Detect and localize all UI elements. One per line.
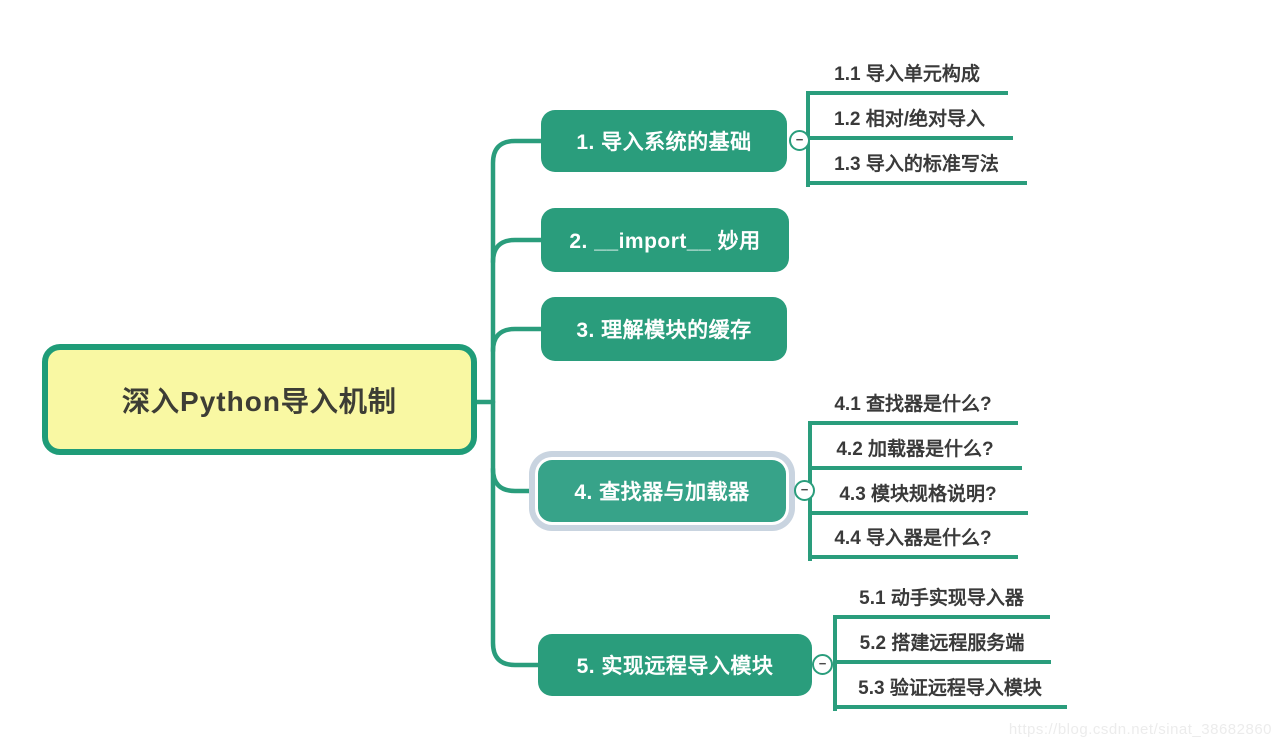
collapse-icon-branch-5[interactable]: −	[812, 654, 833, 675]
branch-node-3[interactable]: 3. 理解模块的缓存	[541, 297, 787, 361]
subtopic-1-1[interactable]: 1.1 导入单元构成	[806, 53, 1008, 95]
subtopic-label: 4.3 模块规格说明?	[839, 484, 997, 505]
subtopic-label: 4.4 导入器是什么?	[834, 528, 992, 549]
subtopic-4-3[interactable]: 4.3 模块规格说明?	[808, 473, 1028, 515]
subtopic-label: 5.2 搭建远程服务端	[859, 633, 1025, 654]
subtopic-4-1[interactable]: 4.1 查找器是什么?	[808, 383, 1018, 425]
branch-node-4[interactable]: 4. 查找器与加载器	[538, 460, 786, 522]
minus-icon: −	[795, 132, 804, 147]
subtopic-4-4[interactable]: 4.4 导入器是什么?	[808, 517, 1018, 559]
subtopic-4-2[interactable]: 4.2 加载器是什么?	[808, 428, 1022, 470]
subtopic-label: 5.3 验证远程导入模块	[858, 678, 1042, 699]
branch-node-3-label: 3. 理解模块的缓存	[576, 319, 752, 342]
root-node[interactable]: 深入Python导入机制	[42, 344, 477, 455]
subtopic-label: 4.1 查找器是什么?	[834, 394, 992, 415]
minus-icon: −	[800, 482, 809, 497]
subtopic-label: 1.3 导入的标准写法	[834, 154, 999, 175]
subtopic-1-2[interactable]: 1.2 相对/绝对导入	[806, 98, 1013, 140]
subtopic-label: 4.2 加载器是什么?	[836, 439, 994, 460]
branch-node-1-label: 1. 导入系统的基础	[576, 131, 752, 154]
subtopic-label: 1.2 相对/绝对导入	[834, 109, 985, 130]
minus-icon: −	[818, 656, 827, 671]
subtopic-1-3[interactable]: 1.3 导入的标准写法	[806, 143, 1027, 185]
root-node-label: 深入Python导入机制	[122, 385, 397, 417]
subtopic-5-2[interactable]: 5.2 搭建远程服务端	[833, 622, 1051, 664]
subtopic-label: 5.1 动手实现导入器	[859, 588, 1024, 609]
collapse-icon-branch-4[interactable]: −	[794, 480, 815, 501]
branch-node-1[interactable]: 1. 导入系统的基础	[541, 110, 787, 172]
subtopic-5-1[interactable]: 5.1 动手实现导入器	[833, 577, 1050, 619]
branch-node-2[interactable]: 2. __import__ 妙用	[541, 208, 789, 272]
collapse-icon-branch-1[interactable]: −	[789, 130, 810, 151]
watermark: https://blog.csdn.net/sinat_38682860	[1008, 721, 1272, 738]
branch-node-5[interactable]: 5. 实现远程导入模块	[538, 634, 812, 696]
branch-node-4-label: 4. 查找器与加载器	[574, 481, 750, 504]
branch-node-5-label: 5. 实现远程导入模块	[576, 655, 774, 678]
subtopic-label: 1.1 导入单元构成	[834, 64, 980, 85]
branch-node-2-label: 2. __import__ 妙用	[569, 230, 761, 253]
subtopic-5-3[interactable]: 5.3 验证远程导入模块	[833, 667, 1067, 709]
